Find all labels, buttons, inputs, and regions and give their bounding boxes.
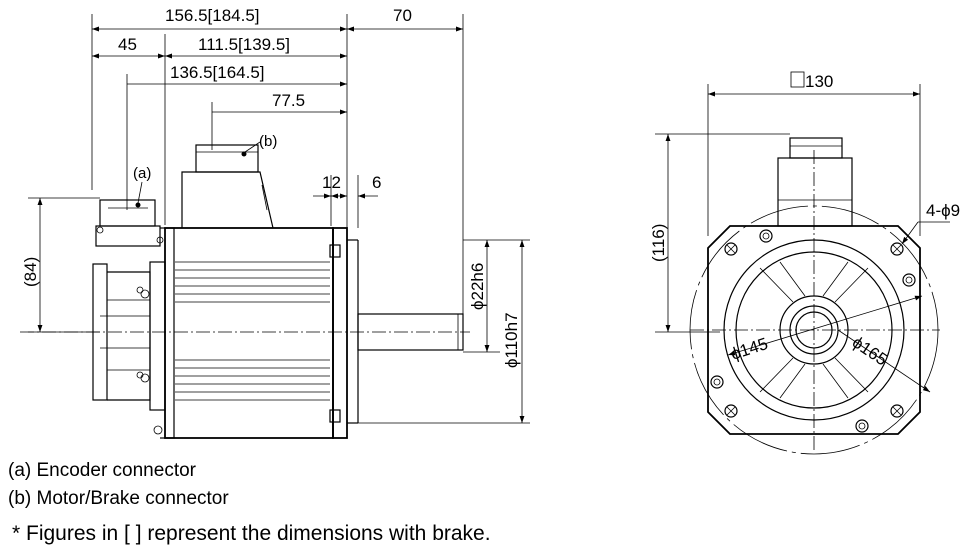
label-encoder: (a) [133,165,151,182]
dim-shaft-shoulder: 6 [372,173,381,192]
front-flange-square [707,225,921,435]
brake-note: * Figures in [ ] represent the dimension… [12,522,491,545]
dim-shaft-diameter: ϕ22h6 [468,263,487,310]
dim-shaft-length: 70 [393,6,412,25]
dim-overall-length: 156.5[184.5] [165,6,260,25]
dim-flange-thickness: 12 [322,173,341,192]
square-symbol [790,71,805,88]
dim-motor-connector-to-flange: 77.5 [272,91,305,110]
dim-connector-height: (116) [649,224,668,262]
dim-square: 130 [805,72,833,91]
dim-rear-offset: 45 [118,35,137,54]
label-motor-brake: (b) [259,133,277,150]
dim-pcd-inner: ϕ145 [728,334,770,364]
dim-mount-holes: 4-ϕ9 [926,201,960,220]
encoder-housing [92,199,166,435]
side-extension-lines [91,14,464,318]
front-view: 130 (116) [649,71,960,455]
motor-body [160,227,341,439]
front-bolts [710,229,916,433]
dim-body-length: 111.5[139.5] [198,35,290,54]
side-dimension-lines [92,26,463,199]
front-spokes [759,261,869,399]
motor-brake-connector [181,144,274,229]
shaft [357,313,464,351]
front-connector [777,137,853,227]
side-view: 156.5[184.5] 70 45 111.5[139.5] 136.5[16… [20,6,530,439]
dim-encoder-to-flange: 136.5[164.5] [170,63,265,82]
legend-motor-brake-connector: (b) Motor/Brake connector [8,488,229,509]
pcd-outer-circle [689,205,939,455]
dim-pilot-diameter: ϕ110h7 [502,312,521,368]
dim-encoder-height: (84) [21,257,40,287]
front-flange [332,227,348,439]
legend-encoder-connector: (a) Encoder connector [8,460,196,481]
